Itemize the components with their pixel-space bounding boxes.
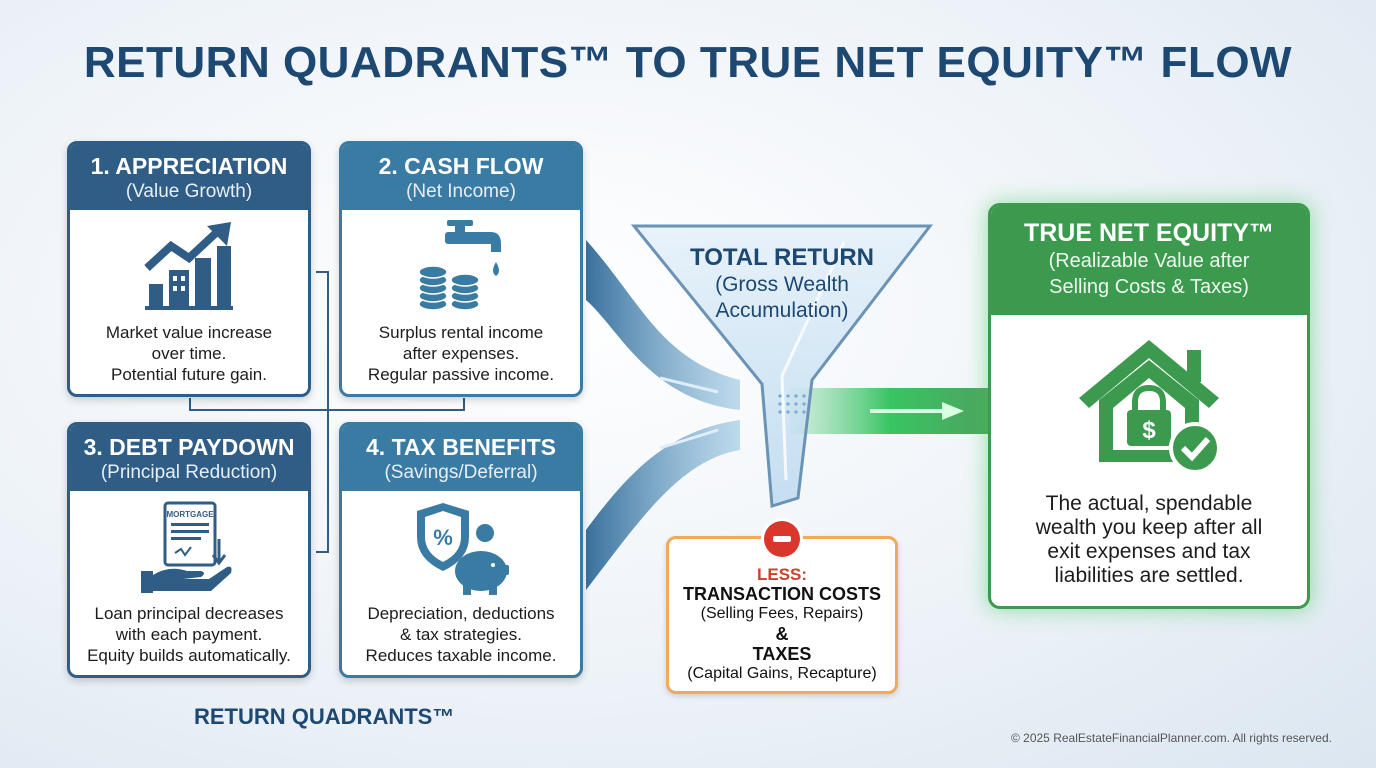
quadrant-subtitle: (Value Growth) (125, 181, 253, 202)
stream-arrow-1 (659, 376, 719, 394)
equity-desc-line: The actual, spendable (1045, 492, 1253, 515)
minus-icon (764, 521, 800, 557)
quadrant-card-debt-paydown: 3. DEBT PAYDOWN (Principal Reduction) MO… (67, 422, 311, 678)
chart-growth-icon (144, 222, 233, 310)
house-lock-check-icon: $ (1079, 340, 1221, 474)
quadrant-title: 4. TAX BENEFITS (366, 434, 556, 460)
equity-desc-line: wealth you keep after all (1035, 516, 1263, 539)
quadrant-desc-line: Surplus rental income (378, 323, 544, 342)
stream-lower (586, 420, 740, 590)
equity-subtitle-line: (Realizable Value after (1048, 250, 1250, 272)
stream-arrow-2 (659, 428, 719, 450)
funnel-highlight (780, 241, 846, 481)
quadrant-desc-line: over time. (151, 344, 227, 363)
quadrant-title: 2. CASH FLOW (378, 153, 544, 179)
equity-subtitle-line: Selling Costs & Taxes) (1049, 276, 1249, 298)
quadrant-card-appreciation: 1. APPRECIATION (Value Growth) Market va… (67, 141, 311, 397)
quadrant-desc-line: Potential future gain. (111, 365, 267, 384)
true-net-equity-card: TRUE NET EQUITY™ (Realizable Value after… (988, 203, 1310, 609)
percent-icon-text: % (433, 525, 453, 550)
equity-desc-line: exit expenses and tax (1047, 540, 1251, 563)
quadrant-subtitle: (Savings/Deferral) (384, 462, 538, 483)
transaction-costs-detail: (Selling Fees, Repairs) (700, 605, 864, 622)
quadrant-desc-line: & tax strategies. (400, 625, 522, 644)
funnel-label: TOTAL RETURN (Gross Wealth Accumulation) (662, 244, 902, 324)
quadrant-desc-line: Market value increase (105, 323, 273, 342)
copyright-notice: © 2025 RealEstateFinancialPlanner.com. A… (1010, 731, 1332, 745)
quadrant-card-cash-flow: 2. CASH FLOW (Net Income) Surplus rental… (339, 141, 583, 397)
funnel-line: Accumulation) (715, 299, 849, 322)
equity-title: TRUE NET EQUITY™ (1023, 219, 1274, 247)
and-connector: & (775, 624, 789, 644)
quadrant-desc-line: after expenses. (402, 344, 520, 363)
quadrant-subtitle: (Net Income) (406, 181, 516, 202)
shield-piggybank-icon: % (417, 503, 509, 595)
quadrant-subtitle: (Principal Reduction) (100, 462, 278, 483)
quadrant-title: 1. APPRECIATION (90, 153, 288, 179)
mortgage-hand-icon: MORTGAGE (141, 501, 232, 593)
equity-desc-line: liabilities are settled. (1054, 564, 1244, 587)
quadrant-card-tax-benefits: 4. TAX BENEFITS (Savings/Deferral) % Dep… (339, 422, 583, 678)
taxes-label: TAXES (752, 644, 812, 664)
less-label: LESS: (756, 565, 808, 584)
page-title: RETURN QUADRANTS™ TO TRUE NET EQUITY™ FL… (83, 38, 1293, 87)
quadrant-title: 3. DEBT PAYDOWN (83, 434, 295, 460)
funnel-line: (Gross Wealth (715, 273, 849, 296)
quadrants-label: RETURN QUADRANTS™ (194, 704, 455, 729)
faucet-coins-icon (418, 220, 501, 311)
quadrant-desc-line: Depreciation, deductions (367, 604, 555, 623)
taxes-detail: (Capital Gains, Recapture) (687, 665, 877, 682)
stream-upper (586, 240, 740, 410)
quadrant-desc-line: with each payment. (115, 625, 263, 644)
funnel (630, 224, 934, 508)
deductions-box: LESS: TRANSACTION COSTS (Selling Fees, R… (666, 521, 898, 694)
connector-line (189, 271, 465, 553)
mortgage-icon-text: MORTGAGE (166, 510, 214, 519)
green-arrow-head (942, 402, 964, 420)
dollar-icon-text: $ (1142, 417, 1156, 444)
transaction-costs-label: TRANSACTION COSTS (683, 584, 881, 604)
funnel-title: TOTAL RETURN (690, 244, 874, 271)
quadrant-desc-line: Regular passive income. (367, 365, 555, 384)
quadrant-desc-line: Equity builds automatically. (87, 646, 291, 665)
quadrant-desc-line: Reduces taxable income. (365, 646, 557, 665)
funnel-dots (778, 394, 806, 414)
quadrant-desc-line: Loan principal decreases (94, 604, 284, 623)
